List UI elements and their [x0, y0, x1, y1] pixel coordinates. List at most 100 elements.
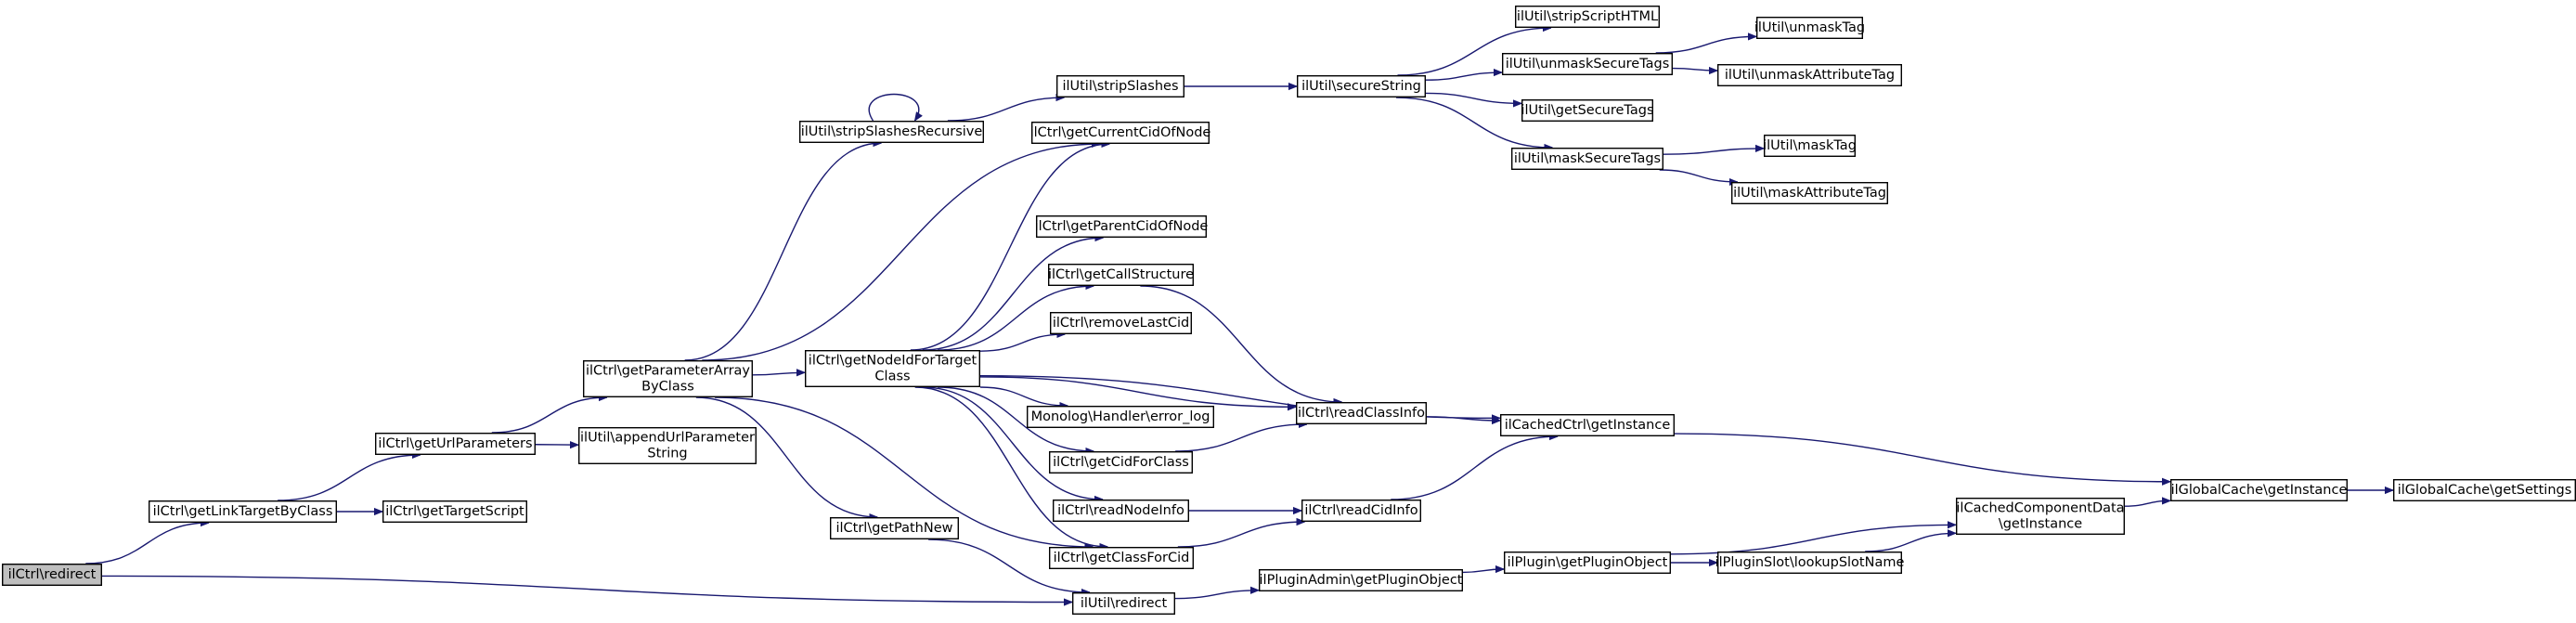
node-label: ilUtil\getSecureTags [1521, 103, 1653, 118]
node-errorLog[interactable]: Monolog\Handler\error_log [1026, 406, 1214, 429]
edge-getPluginObjectAdmin-to-getPluginObjectPlugin [1462, 569, 1504, 572]
node-getParentCidOfNode[interactable]: ilCtrl\getParentCidOfNode [1035, 214, 1209, 238]
node-getCurrentCidOfNode[interactable]: ilCtrl\getCurrentCidOfNode [1030, 121, 1211, 144]
node-unmaskTag[interactable]: ilUtil\unmaskTag [1754, 17, 1865, 40]
node-globalCacheGetSettings[interactable]: ilGlobalCache\getSettings [2392, 479, 2576, 502]
node-globalCacheGetInstance[interactable]: ilGlobalCache\getInstance [2169, 479, 2348, 502]
node-getUrlParameters[interactable]: ilCtrl\getUrlParameters [375, 433, 537, 456]
node-label: ilCtrl\getClassForCid [1054, 551, 1190, 565]
node-label: ilUtil\unmaskTag [1754, 20, 1865, 35]
node-label: ilCtrl\readClassInfo [1298, 406, 1425, 421]
node-box [1030, 121, 1210, 144]
edge-getParameterArrayByClass-to-stripSlashesRecursive [684, 143, 882, 361]
edge-getNodeIdForTargetClass-to-getParentCidOfNode [922, 238, 1104, 351]
node-getPathNew[interactable]: ilCtrl\getPathNew [830, 517, 960, 540]
edge-readClassInfo-to-cachedCtrlGetInstance [1426, 416, 1500, 421]
node-redirect[interactable]: ilCtrl\redirect [2, 564, 102, 587]
node-label: ilPluginAdmin\getPluginObject [1260, 573, 1463, 588]
node-getLinkTargetByClass[interactable]: ilCtrl\getLinkTargetByClass [148, 500, 338, 524]
node-label: ilUtil\redirect [1081, 596, 1168, 611]
node-box [1755, 17, 1863, 40]
node-label: ilCachedComponentData [1956, 501, 2124, 516]
edge-redirect-to-utilRedirect [101, 575, 1072, 602]
edge-getNodeIdForTargetClass-to-getClassForCid [914, 386, 1108, 547]
node-label: String [647, 447, 687, 461]
edge-getNodeIdForTargetClass-to-getCallStructure [938, 286, 1094, 351]
node-label: ilUtil\stripSlashesRecursive [801, 124, 983, 139]
node-readClassInfo[interactable]: ilCtrl\readClassInfo [1295, 402, 1427, 425]
edge-cachedComponentDataGetInstance-to-globalCacheGetInstance [2124, 500, 2170, 507]
edge-secureString-to-getSecureTags [1425, 92, 1521, 103]
node-cachedComponentDataGetInstance[interactable]: ilCachedComponentData\getInstance [1955, 498, 2125, 536]
node-box [1296, 74, 1426, 97]
node-box [148, 500, 338, 524]
node-label: ilCachedCtrl\getInstance [1505, 418, 1671, 433]
edge-secureString-to-unmaskSecureTags [1425, 72, 1502, 81]
edge-getLinkTargetByClass-to-getUrlParameters [278, 455, 421, 501]
node-box [1258, 569, 1463, 592]
node-readCidInfo[interactable]: ilCtrl\readCidInfo [1301, 500, 1421, 523]
edge-getParameterArrayByClass-to-getCurrentCidOfNode [702, 144, 1100, 361]
node-utilRedirect[interactable]: ilUtil\redirect [1071, 592, 1175, 616]
node-box [578, 427, 757, 465]
node-box [583, 360, 754, 398]
node-stripScriptHTML[interactable]: ilUtil\stripScriptHTML [1514, 5, 1660, 29]
edge-secureString-to-stripScriptHTML [1397, 28, 1551, 76]
node-label: ilCtrl\getLinkTargetByClass [153, 504, 333, 519]
node-label: ilCtrl\getCurrentCidOfNode [1030, 125, 1211, 140]
edge-maskSecureTags-to-maskTag [1663, 149, 1764, 155]
node-box [1048, 547, 1194, 570]
node-label: ByClass [641, 380, 694, 395]
node-label: ilUtil\maskSecureTags [1514, 151, 1661, 166]
node-box [2392, 479, 2576, 502]
node-getPluginObjectAdmin[interactable]: ilPluginAdmin\getPluginObject [1258, 569, 1463, 592]
node-label: ilUtil\appendUrlParameter [580, 431, 755, 446]
node-maskAttributeTag[interactable]: ilUtil\maskAttributeTag [1730, 181, 1888, 204]
node-label: ilCtrl\readCidInfo [1304, 503, 1417, 518]
node-box [1499, 414, 1675, 437]
edge-getUrlParameters-to-getParameterArrayByClass [491, 397, 607, 434]
node-label: ilUtil\unmaskAttributeTag [1725, 68, 1895, 83]
node-stripSlashesRecursive[interactable]: ilUtil\stripSlashesRecursive [799, 120, 985, 143]
node-label: ilCtrl\getCidForClass [1053, 455, 1189, 470]
node-box [1521, 98, 1653, 122]
node-label: ilCtrl\getCallStructure [1048, 267, 1194, 282]
node-label: Monolog\Handler\error_log [1031, 409, 1210, 424]
node-getClassForCid[interactable]: ilCtrl\getClassForCid [1048, 547, 1194, 570]
node-box [799, 120, 985, 143]
node-label: ilCtrl\redirect [8, 567, 97, 582]
edge-lookupSlotName-to-cachedComponentDataGetInstance [1865, 533, 1956, 552]
node-getPluginObjectPlugin[interactable]: ilPlugin\getPluginObject [1503, 552, 1671, 575]
node-label: \getInstance [1999, 517, 2082, 532]
node-getCallStructure[interactable]: ilCtrl\getCallStructure [1048, 264, 1194, 287]
node-stripSlashes[interactable]: ilUtil\stripSlashes [1055, 74, 1184, 97]
node-maskTag[interactable]: ilUtil\maskTag [1763, 134, 1857, 157]
node-label: ilCtrl\readNodeInfo [1057, 503, 1184, 518]
edge-redirect-to-getLinkTargetByClass [85, 523, 209, 565]
node-box [1048, 451, 1193, 474]
node-getCidForClass[interactable]: ilCtrl\getCidForClass [1048, 451, 1193, 474]
node-readNodeInfo[interactable]: ilCtrl\readNodeInfo [1052, 500, 1189, 523]
node-maskSecureTags[interactable]: ilUtil\maskSecureTags [1510, 147, 1663, 170]
node-removeLastCid[interactable]: ilCtrl\removeLastCid [1049, 312, 1192, 335]
node-unmaskSecureTags[interactable]: ilUtil\unmaskSecureTags [1501, 53, 1673, 76]
node-lookupSlotName[interactable]: ilPluginSlot\lookupSlotName [1715, 552, 1905, 575]
node-getSecureTags[interactable]: ilUtil\getSecureTags [1521, 98, 1654, 122]
node-box [1301, 500, 1421, 523]
edge-secureString-to-maskSecureTags [1395, 97, 1553, 148]
node-box [830, 517, 960, 540]
node-secureString[interactable]: ilUtil\secureString [1296, 74, 1426, 97]
node-unmaskAttributeTag[interactable]: ilUtil\unmaskAttributeTag [1716, 63, 1902, 86]
node-cachedCtrlGetInstance[interactable]: ilCachedCtrl\getInstance [1499, 414, 1675, 437]
edge-getCidForClass-to-readClassInfo [1175, 424, 1307, 452]
node-getTargetScript[interactable]: ilCtrl\getTargetScript [382, 500, 528, 524]
node-label: ilUtil\unmaskSecureTags [1506, 57, 1670, 71]
node-label: ilCtrl\getParentCidOfNode [1035, 219, 1209, 234]
node-label: ilUtil\stripSlashes [1062, 79, 1178, 94]
node-label: ilCtrl\removeLastCid [1053, 316, 1189, 331]
edge-getPluginObjectPlugin-to-cachedComponentDataGetInstance [1670, 525, 1956, 555]
